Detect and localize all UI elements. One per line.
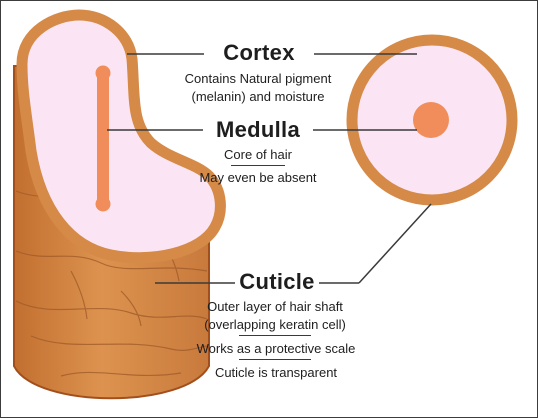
medulla-title: Medulla — [216, 117, 300, 142]
medulla-core — [97, 67, 109, 207]
cuticle-title: Cuticle — [239, 269, 315, 294]
medulla-line-2: May even be absent — [199, 170, 317, 185]
cuticle-line-4: Cuticle is transparent — [214, 365, 338, 380]
medulla-separator — [231, 165, 285, 166]
medulla-core-bottom — [95, 196, 111, 212]
cuticle-separator-1 — [239, 335, 311, 336]
cortex-line-2: (melanin) and moisture — [191, 89, 325, 104]
cuticle-line-1: Outer layer of hair shaft — [207, 299, 343, 314]
cuticle-line-3: Works as a protective scale — [196, 341, 356, 356]
cortex-title: Cortex — [223, 40, 295, 65]
cortex-line-1: Contains Natural pigment — [184, 71, 332, 86]
medulla-line-1: Core of hair — [224, 147, 292, 162]
leader-lines — [107, 53, 432, 284]
cuticle-line-2: (overlapping keratin cell) — [204, 317, 346, 332]
cross-section-medulla — [413, 102, 449, 138]
cuticle-separator-2 — [239, 359, 311, 360]
cortex-cut-face — [16, 9, 226, 264]
medulla-core-top — [95, 65, 111, 81]
